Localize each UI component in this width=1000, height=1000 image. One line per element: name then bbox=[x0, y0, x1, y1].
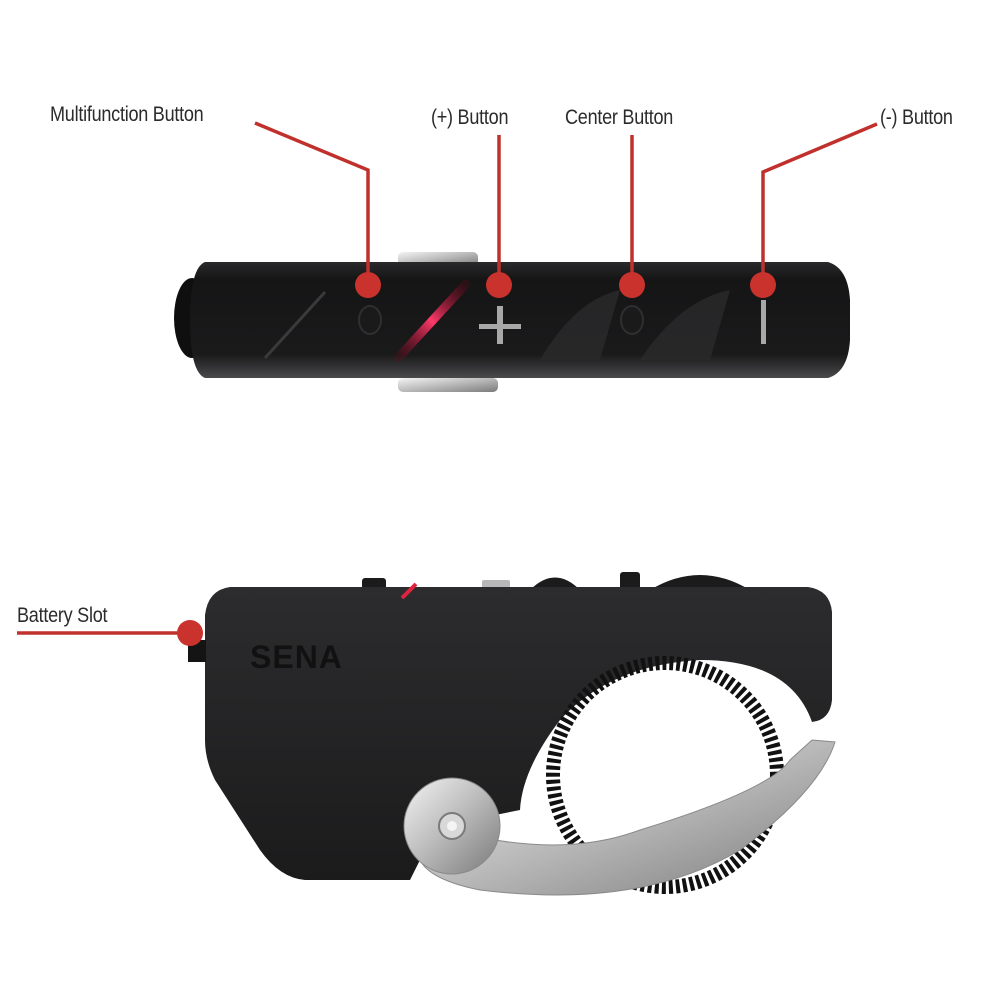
callout-dot-plus bbox=[486, 272, 512, 298]
callout-label-battery-slot: Battery Slot bbox=[17, 604, 108, 627]
callout-label-minus-button: (-) Button bbox=[880, 106, 953, 129]
callout-label-multifunction-button: Multifunction Button bbox=[50, 103, 204, 126]
clamp-lever[interactable] bbox=[419, 739, 836, 896]
multifunction-button[interactable] bbox=[358, 305, 382, 335]
top-view-device bbox=[174, 252, 850, 392]
callout-lines bbox=[17, 121, 878, 635]
callout-dot-battery bbox=[177, 620, 203, 646]
callout-line-multifunction bbox=[254, 121, 370, 285]
callout-dot-multifunction bbox=[355, 272, 381, 298]
plus-button[interactable] bbox=[479, 306, 521, 344]
center-button[interactable] bbox=[620, 305, 644, 335]
minus-button[interactable] bbox=[761, 300, 766, 344]
callout-label-plus-button: (+) Button bbox=[431, 106, 509, 129]
sena-logo: SENA bbox=[250, 639, 343, 675]
led-indicator bbox=[393, 279, 471, 363]
callout-dot-center bbox=[619, 272, 645, 298]
callout-dot-minus bbox=[750, 272, 776, 298]
side-view-device: SENA bbox=[188, 572, 836, 896]
callout-label-center-button: Center Button bbox=[565, 106, 674, 129]
callout-line-minus bbox=[761, 122, 878, 285]
